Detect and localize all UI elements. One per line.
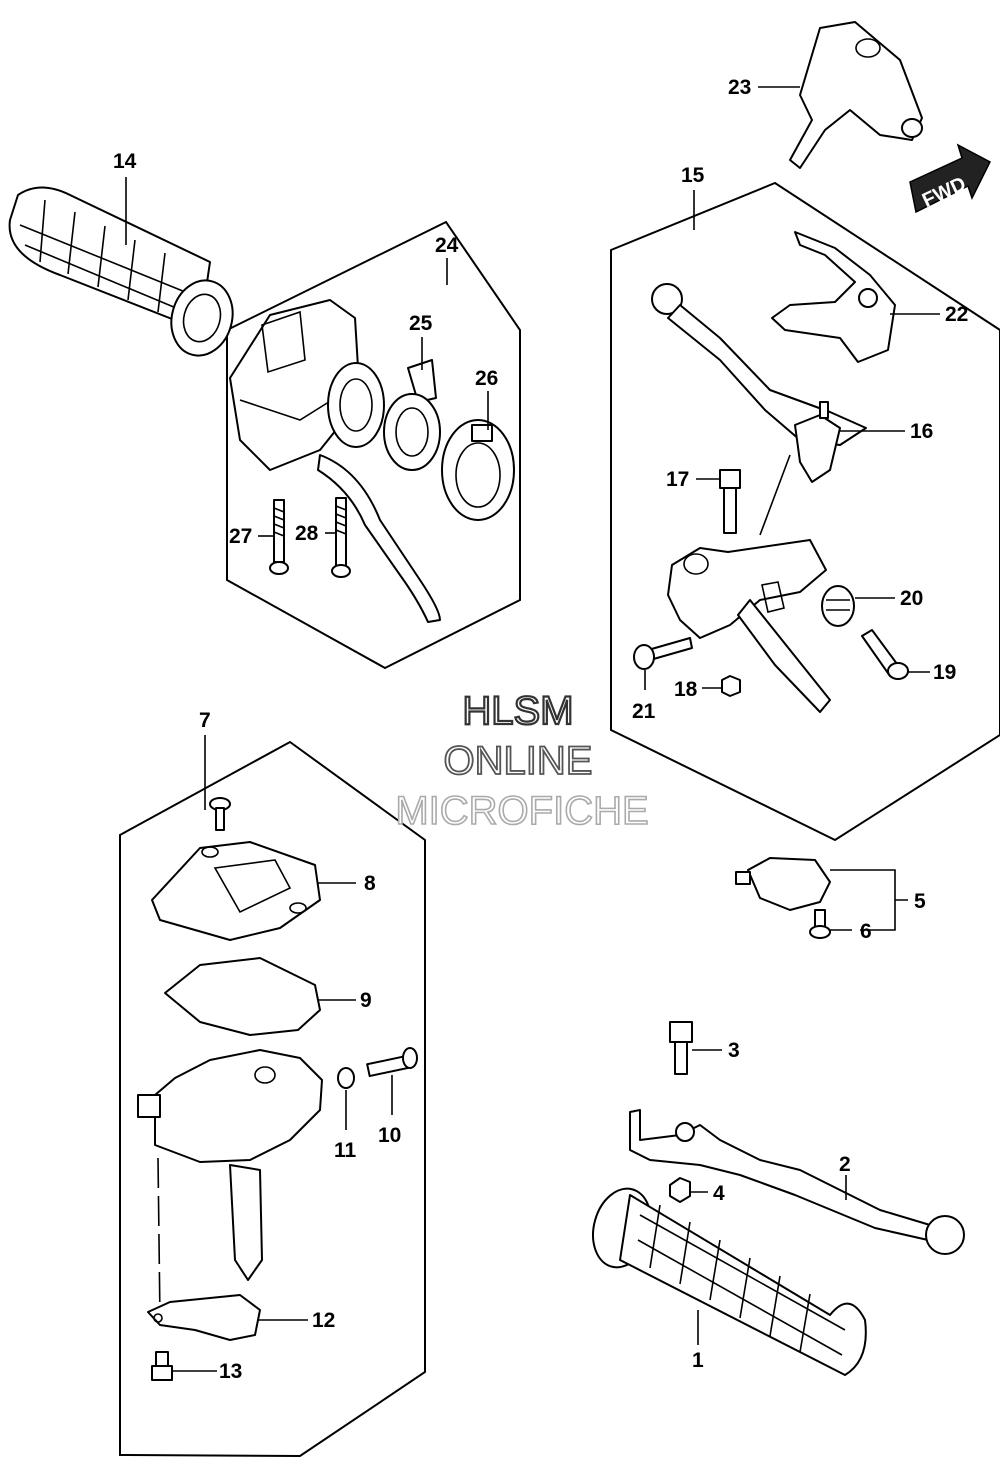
cover-part-23	[789, 21, 923, 169]
bolt-part-21	[633, 637, 693, 670]
callout-24: 24	[435, 234, 459, 257]
group-box-7	[119, 740, 426, 1458]
callout-13: 13	[219, 1360, 242, 1383]
group-box-24	[226, 220, 521, 670]
left-grip-part-14	[8, 186, 234, 357]
callout-5: 5	[914, 890, 926, 913]
watermark-line-1: HLSM	[462, 689, 573, 733]
lever-holder-part-15	[667, 539, 831, 713]
switch-housing-part-24	[229, 299, 441, 623]
watermark: HLSM ONLINE MICROFICHE	[395, 688, 650, 834]
callout-7: 7	[199, 709, 211, 732]
callout-2: 2	[839, 1153, 851, 1176]
switch-collar-part-26	[441, 419, 515, 521]
callout-26: 26	[475, 367, 498, 390]
callout-8: 8	[364, 872, 376, 895]
plate-part-12	[147, 1294, 261, 1341]
callout-15: 15	[681, 164, 705, 187]
callout-23: 23	[728, 76, 751, 99]
washer-part-11	[337, 1067, 355, 1089]
bolt-part-10	[366, 1047, 418, 1078]
screw-top-part-7	[209, 797, 231, 831]
nut-part-18	[721, 675, 741, 697]
master-cylinder-body-part-7	[137, 1049, 323, 1281]
screw-part-27	[269, 499, 289, 575]
callout-14: 14	[113, 150, 137, 173]
callout-16: 16	[910, 420, 933, 443]
fwd-arrow-icon: FWD	[909, 143, 991, 214]
callout-20: 20	[900, 587, 923, 610]
lever-part-15	[651, 283, 867, 446]
cap-part-8	[151, 841, 321, 941]
callout-17: 17	[666, 468, 689, 491]
callout-27: 27	[229, 525, 252, 548]
callout-12: 12	[312, 1309, 335, 1332]
switch-knob-part-25	[383, 359, 441, 471]
pivot-part-16	[794, 401, 841, 483]
bracket-part-22	[771, 231, 896, 363]
callout-9: 9	[360, 989, 372, 1012]
switch-part-5	[735, 857, 831, 911]
callout-25: 25	[409, 312, 433, 335]
callout-1: 1	[692, 1349, 704, 1372]
callout-18: 18	[674, 678, 698, 701]
callout-3: 3	[728, 1039, 740, 1062]
callout-21: 21	[632, 700, 656, 723]
screw-part-28	[331, 497, 351, 578]
adjuster-part-20	[821, 585, 855, 627]
lever-part-2	[629, 1109, 965, 1255]
callout-10: 10	[378, 1124, 401, 1147]
watermark-line-3: MICROFICHE	[395, 789, 648, 833]
nut-part-4	[669, 1177, 691, 1203]
callout-19: 19	[933, 661, 956, 684]
diaphragm-part-9	[164, 957, 321, 1036]
dashed-guide-17	[759, 454, 791, 536]
bolt-part-17	[719, 469, 741, 534]
callout-11: 11	[334, 1139, 357, 1162]
leader-5	[830, 869, 908, 931]
dashed-guide-12	[157, 1157, 161, 1321]
screw-part-6	[809, 909, 831, 939]
bolt-part-13	[151, 1351, 173, 1381]
right-grip-part-1	[592, 1187, 867, 1376]
callout-28: 28	[295, 522, 319, 545]
callout-6: 6	[860, 920, 872, 943]
callout-4: 4	[713, 1182, 725, 1205]
group-box-15	[610, 181, 1000, 842]
bolt-part-3	[669, 1021, 693, 1075]
callout-22: 22	[945, 303, 968, 326]
watermark-line-2: ONLINE	[444, 739, 593, 783]
bolt-part-19	[861, 629, 909, 680]
